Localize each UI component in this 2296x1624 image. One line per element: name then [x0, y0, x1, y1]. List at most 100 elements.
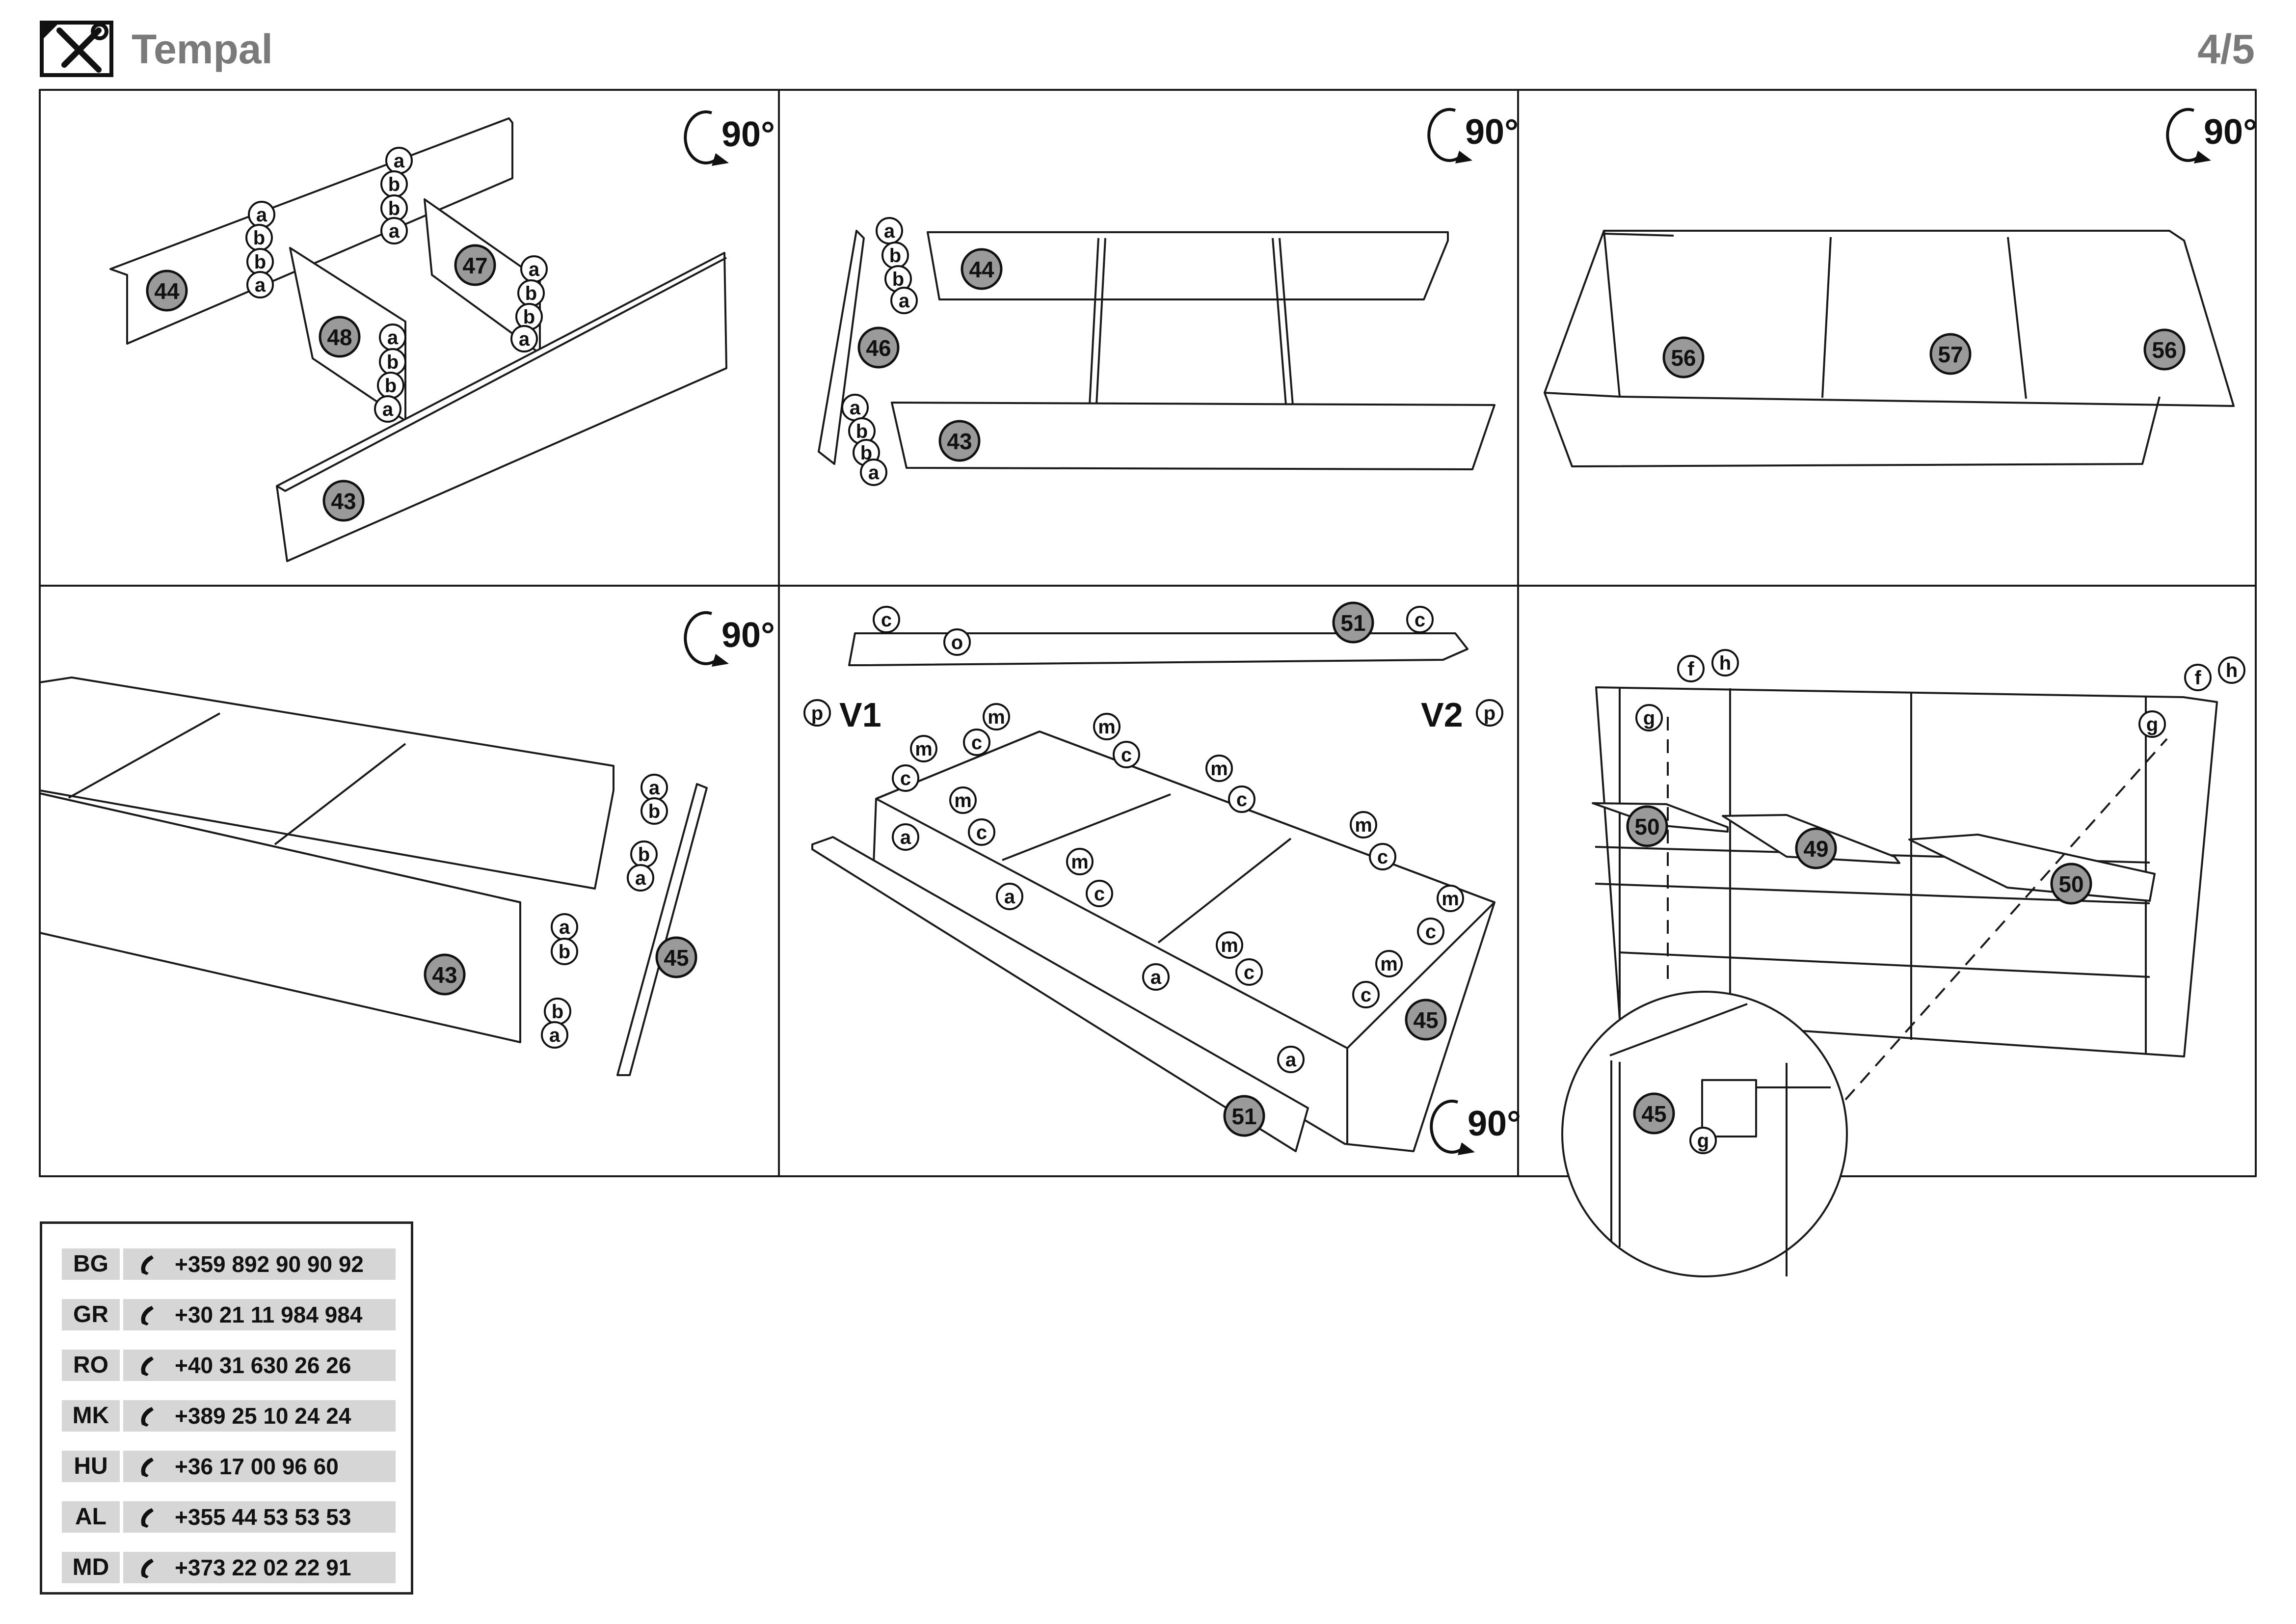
fitting-label: b [377, 372, 404, 399]
fitting-letter: a [868, 462, 880, 484]
fitting-label: a [841, 394, 869, 421]
fitting-label: m [1205, 755, 1233, 782]
phone-icon [141, 1458, 154, 1477]
fitting-letter: a [382, 399, 394, 420]
country-code: MK [62, 1400, 120, 1432]
rotate-90-icon: 90° [1430, 1099, 1521, 1155]
fitting-label: f [1677, 655, 1705, 682]
fitting-letter: a [559, 917, 570, 938]
fitting-label: a [374, 395, 401, 423]
part-number: 50 [1634, 814, 1659, 839]
fitting-label: a [246, 271, 274, 298]
fitting-label: m [1066, 848, 1094, 875]
part-badge: 45 [1405, 999, 1447, 1041]
fitting-letter: m [1071, 851, 1089, 873]
fitting-label: h [2218, 656, 2245, 684]
fitting-letter: a [519, 328, 530, 350]
fitting-letter: a [529, 259, 540, 280]
phone-cell: +359 892 90 90 92 [123, 1248, 396, 1280]
fitting-label: h [1711, 649, 1739, 677]
phone-icon [141, 1559, 154, 1578]
fitting-label: b [884, 265, 912, 293]
fitting-letter: c [1236, 789, 1247, 811]
part-badge: 56 [1662, 336, 1705, 379]
fitting-letter: m [1355, 814, 1372, 836]
country-code: AL [62, 1501, 120, 1533]
phone-number: +36 17 00 96 60 [175, 1454, 339, 1479]
fitting-label: m [1093, 713, 1121, 740]
part-badge: 46 [857, 326, 900, 369]
fitting-label: a [380, 217, 408, 244]
phone-number: +359 892 90 90 92 [175, 1251, 364, 1277]
part-number: 43 [947, 429, 972, 454]
rotation-label: 90° [1468, 1104, 1521, 1143]
fitting-label: o [943, 628, 971, 656]
fitting-label: b [380, 194, 408, 222]
phone-icon [141, 1255, 154, 1275]
phone-cell: +36 17 00 96 60 [123, 1451, 396, 1482]
fitting-letter: c [1244, 962, 1255, 983]
fitting-label: a [248, 201, 275, 228]
fitting-letter: g [1697, 1130, 1709, 1152]
phone-icon [141, 1356, 154, 1376]
part-number: 43 [432, 962, 457, 988]
part-number: 45 [1641, 1101, 1666, 1127]
fitting-label: a [996, 883, 1023, 910]
fitting-label: a [860, 459, 887, 486]
part-badge: 43 [938, 420, 981, 462]
fitting-label: c [1417, 918, 1444, 945]
rotate-90-icon: 90° [684, 110, 775, 166]
fitting-letter: h [2226, 660, 2238, 681]
fitting-letter: g [1643, 707, 1655, 729]
fitting-label: c [873, 606, 900, 633]
fitting-label: a [1277, 1046, 1305, 1073]
fitting-label: c [1228, 785, 1255, 813]
fitting-letter: a [1004, 886, 1015, 908]
part-badge: 49 [1795, 827, 1837, 869]
logo [40, 21, 113, 77]
fitting-letter: c [1361, 984, 1371, 1006]
part-number: 45 [1413, 1007, 1438, 1033]
fitting-letter: a [850, 397, 861, 419]
fitting-letter: c [881, 609, 892, 631]
fitting-label: a [510, 325, 538, 352]
fitting-label: b [544, 998, 571, 1025]
part-badge: 44 [146, 270, 188, 312]
fitting-label: m [1216, 931, 1243, 959]
fitting-letter: m [1221, 935, 1238, 956]
fitting-label: c [1113, 741, 1140, 768]
rotation-label: 90° [1465, 112, 1519, 152]
fitting-letter: b [889, 245, 901, 267]
part-badge: 48 [319, 316, 361, 358]
fitting-letter: a [899, 290, 910, 312]
fitting-label: p [803, 699, 831, 727]
part-badge: 50 [2050, 863, 2092, 905]
phone-icon [141, 1407, 154, 1427]
part-badge: 56 [2143, 328, 2186, 371]
phone-cell: +30 21 11 984 984 [123, 1299, 396, 1330]
fitting-letter: a [1285, 1049, 1297, 1071]
fitting-label: a [876, 217, 903, 244]
fitting-label: b [379, 348, 406, 376]
fitting-letter: c [900, 768, 911, 789]
fitting-label: a [641, 774, 668, 801]
part-number: 43 [331, 488, 356, 514]
part-badge: 50 [1626, 805, 1668, 847]
panel-5 [811, 632, 1495, 1152]
fitting-letter: b [856, 421, 868, 442]
phone-cell: +373 22 02 22 91 [123, 1552, 396, 1583]
part-badge: 51 [1332, 601, 1374, 644]
fitting-label: g [1689, 1127, 1717, 1154]
part-badge: 47 [454, 244, 496, 286]
part-badge: 45 [1633, 1092, 1675, 1135]
fitting-letter: h [1719, 652, 1731, 674]
part-badge: 43 [424, 953, 466, 996]
part-number: 51 [1340, 610, 1365, 636]
fitting-letter: a [256, 204, 267, 226]
variant-label-v1: V1 [839, 696, 881, 734]
panel-2 [818, 230, 1495, 470]
phone-number: +373 22 02 22 91 [175, 1555, 351, 1580]
panel-6 [1561, 686, 2218, 1277]
fitting-letter: b [552, 1001, 563, 1023]
